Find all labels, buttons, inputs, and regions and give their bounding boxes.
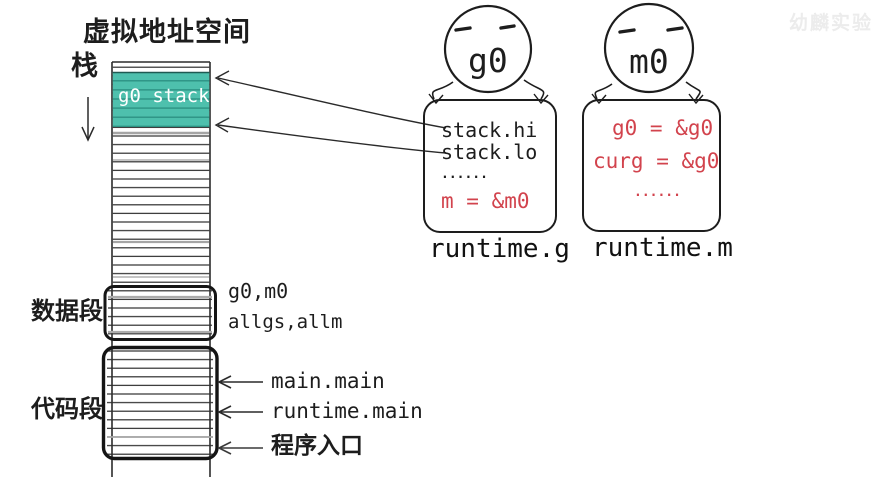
g0-right-eye-icon xyxy=(499,24,516,30)
arrow-main-main xyxy=(217,375,263,389)
m0-face xyxy=(591,2,704,105)
g0-stack-highlight xyxy=(112,71,210,127)
runtime-g-caption: runtime.g xyxy=(429,234,570,264)
code-annotation-main-main: main.main xyxy=(271,369,385,393)
data-segment-box xyxy=(103,285,217,341)
g0-field-m: m = &m0 xyxy=(441,189,530,213)
stack-direction-arrow xyxy=(81,97,95,142)
m0-field-curg: curg = &g0 xyxy=(593,149,720,173)
g0-left-eye-icon xyxy=(454,26,472,32)
code-segment-box xyxy=(101,345,219,461)
arrow-runtime-main xyxy=(217,405,263,419)
m0-left-eye-icon xyxy=(618,28,636,34)
data-annotation-g0-m0: g0,m0 xyxy=(228,279,289,303)
g0-face-label: g0 xyxy=(468,41,508,80)
code-segment-label: 代码段 xyxy=(31,394,103,423)
code-annotation-runtime-main: runtime.main xyxy=(271,399,423,423)
runtime-m-struct-box xyxy=(582,99,721,232)
code-annotation-program-entry: 程序入口 xyxy=(271,432,363,459)
g0-face xyxy=(428,4,549,105)
stack-label: 栈 xyxy=(71,51,98,82)
arrow-program-entry xyxy=(217,441,263,455)
arrow-stack-hi xyxy=(214,70,447,129)
m0-left-hand-arrow xyxy=(591,93,607,105)
page-title: 虚拟地址空间 xyxy=(83,17,251,48)
m0-left-arm xyxy=(594,83,613,100)
m0-face-label: m0 xyxy=(629,42,669,81)
g0-stack-region-label: g0 stack xyxy=(118,85,210,107)
m0-field-g0: g0 = &g0 xyxy=(612,116,714,140)
data-segment-label: 数据段 xyxy=(31,296,103,325)
m0-fields-ellipsis: ...... xyxy=(634,185,681,200)
g0-field-stack-hi: stack.hi xyxy=(441,118,538,142)
g0-field-stack-lo: stack.lo xyxy=(441,140,538,164)
g0-right-arm xyxy=(523,79,545,100)
m0-right-arm xyxy=(685,81,701,100)
runtime-g-struct-box xyxy=(423,99,557,233)
g0-right-hand-arrow xyxy=(533,93,549,105)
arrow-stack-lo xyxy=(214,117,447,154)
watermark: 幼麟实验 xyxy=(789,12,871,34)
runtime-m-caption: runtime.m xyxy=(592,233,733,263)
g0-left-arm xyxy=(431,81,454,100)
g0-left-hand-arrow xyxy=(428,93,444,105)
m0-right-eye-icon xyxy=(666,26,684,32)
g0-fields-ellipsis: ...... xyxy=(441,167,488,182)
data-annotation-allgs-allm: allgs,allm xyxy=(228,311,343,333)
m0-right-hand-arrow xyxy=(688,93,704,105)
